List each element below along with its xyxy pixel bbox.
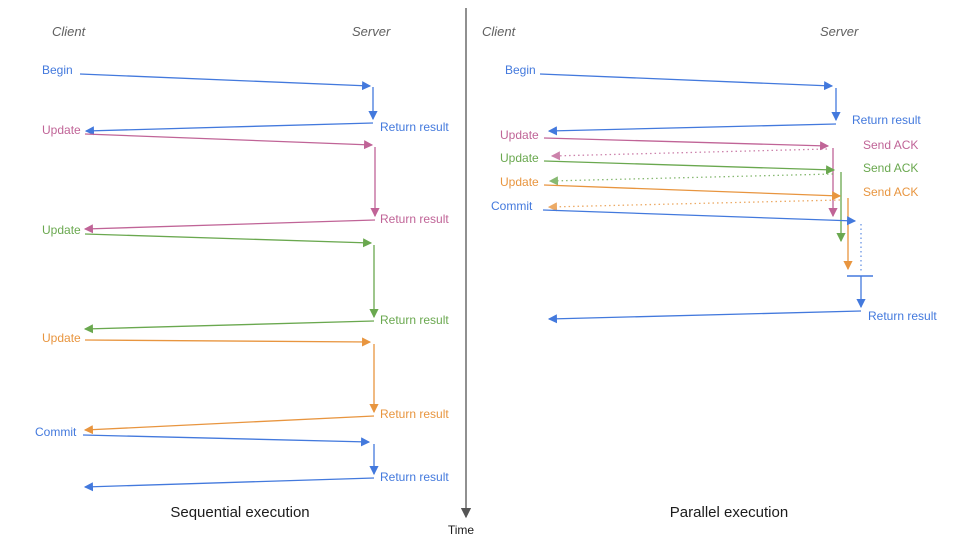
commit-label: Commit	[491, 199, 533, 213]
update1-response-line	[83, 219, 376, 234]
begin-response-label: Return result	[380, 120, 449, 134]
begin-response-label: Return result	[852, 113, 921, 127]
commit-response-line	[83, 477, 375, 492]
update3-request-line	[543, 184, 842, 201]
commit-response-label: Return result	[868, 309, 937, 323]
update3-label: Update	[42, 331, 81, 345]
parallel-title: Parallel execution	[670, 504, 788, 521]
message-commit: Commit Return result	[35, 425, 449, 492]
update1-label: Update	[42, 123, 81, 137]
begin-label: Begin	[42, 63, 73, 77]
update2-ack-label: Send ACK	[863, 161, 918, 175]
begin-response-line	[84, 122, 374, 136]
update3-ack-line	[547, 199, 841, 212]
commit-request-line	[82, 434, 371, 447]
commit-request-line	[542, 209, 857, 226]
message-update-2: Update Send ACK	[500, 151, 918, 243]
message-update-3: Update Send ACK	[500, 175, 918, 271]
update1-response-label: Return result	[380, 212, 449, 226]
sequential-diagram: Client Server Begin Return result Update…	[35, 24, 449, 521]
message-begin: Begin Return result	[505, 63, 921, 136]
update3-response-label: Return result	[380, 407, 449, 421]
message-commit: Commit Return result	[491, 199, 937, 324]
begin-request-line	[79, 73, 372, 91]
message-update-1: Update Return result	[42, 123, 449, 234]
update1-label: Update	[500, 128, 539, 142]
update3-request-line	[84, 337, 372, 347]
time-axis-label: Time	[448, 523, 475, 537]
begin-label: Begin	[505, 63, 536, 77]
update2-ack-line	[548, 173, 834, 186]
commit-response-label: Return result	[380, 470, 449, 484]
update1-request-line	[543, 137, 830, 151]
update3-ack-label: Send ACK	[863, 185, 918, 199]
commit-label: Commit	[35, 425, 77, 439]
commit-response-line	[547, 310, 862, 324]
update1-ack-line	[550, 148, 828, 161]
client-heading: Client	[482, 24, 517, 39]
begin-request-line	[539, 73, 834, 91]
update2-request-line	[543, 160, 836, 175]
sequential-title: Sequential execution	[170, 504, 309, 521]
time-axis: Time	[448, 8, 475, 537]
parallel-diagram: Client Server Begin Return result Update…	[482, 24, 937, 521]
update2-label: Update	[42, 223, 81, 237]
message-update-1: Update Send ACK	[500, 128, 918, 218]
begin-response-line	[547, 123, 837, 136]
message-update-3: Update Return result	[42, 331, 449, 435]
update3-label: Update	[500, 175, 539, 189]
update3-response-line	[83, 415, 375, 435]
server-heading: Server	[820, 24, 859, 39]
server-heading: Server	[352, 24, 391, 39]
client-heading: Client	[52, 24, 87, 39]
update2-response-label: Return result	[380, 313, 449, 327]
update2-request-line	[84, 233, 373, 248]
update2-response-line	[83, 320, 375, 334]
update2-label: Update	[500, 151, 539, 165]
message-update-2: Update Return result	[42, 223, 449, 334]
update1-request-line	[84, 133, 374, 150]
message-begin: Begin Return result	[42, 63, 449, 136]
update1-ack-label: Send ACK	[863, 138, 918, 152]
